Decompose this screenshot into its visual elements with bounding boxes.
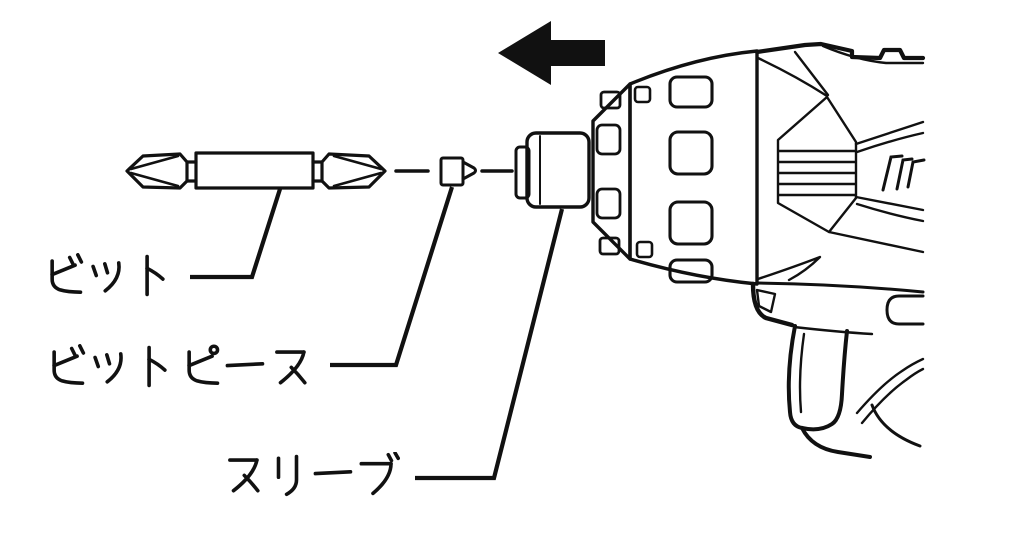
chuck-front-ring [591,82,632,261]
makita-m-logo-icon [881,154,926,192]
label-bit-piece: ビットピース [42,344,312,389]
forward-reverse-switch [885,294,925,326]
leader-line-sleeve [415,208,565,481]
label-bit-piece-glyphs [52,344,307,388]
leader-line-bit [190,188,283,280]
handle [750,281,925,459]
motor-housing [754,41,926,294]
label-sleeve: スリーブ [220,452,400,497]
trigger [786,324,849,432]
driver-bit [125,151,387,190]
label-bit: ビット [40,253,175,298]
leader-lines [190,186,565,481]
bit-piece [439,156,477,187]
label-bit-glyphs [50,253,165,297]
body-seams [827,120,925,254]
sleeve [514,131,591,209]
direction-arrow-icon [498,21,605,85]
bit-flutes [129,154,383,188]
vent-slits [776,95,858,234]
lamp-window [755,288,777,314]
label-sleeve-glyphs [228,452,400,497]
chuck-bumper [628,49,759,286]
leader-line-bit-piece [330,186,455,368]
